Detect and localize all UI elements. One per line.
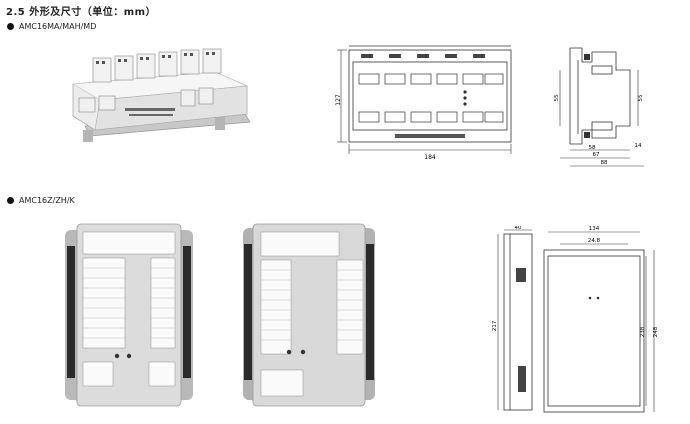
section-title: 2.5 外形及尺寸（单位：mm） (6, 7, 157, 18)
front-width-label: 184 (424, 154, 436, 161)
back-height-label: 217 (492, 320, 498, 331)
model-name: AMC16MA/MAH/MD (19, 22, 97, 31)
amc16ma-side-view-drawing: 55 55 14 58 67 88 (554, 47, 644, 167)
side-dim-label: 55 (554, 94, 560, 101)
amc16z-front-photo-alt (243, 223, 375, 407)
model-heading-amc16z: AMC16Z/ZH/K (7, 196, 75, 205)
amc16z-front-photo (65, 223, 193, 407)
panel-outer-width-label: 134 (589, 226, 600, 232)
panel-inner-width-label: 24.8 (588, 238, 601, 244)
panel-inner-height-label: 238 (640, 326, 646, 337)
bullet-icon (7, 23, 14, 30)
side-dim-label: 14 (635, 143, 642, 149)
side-dim-label: 67 (593, 152, 600, 158)
model-heading-amc16ma: AMC16MA/MAH/MD (7, 22, 96, 31)
amc16z-panel-drawing: 134 24.8 238 248 (543, 226, 659, 413)
back-top-label: 40 (515, 226, 522, 231)
amc16ma-front-view-drawing: 184 127 (335, 45, 512, 161)
side-dim-label: 58 (589, 145, 596, 151)
panel-outer-height-label: 248 (653, 326, 659, 337)
model-name: AMC16Z/ZH/K (19, 196, 75, 205)
amc16ma-product-photo (72, 48, 251, 142)
side-dim-label: 88 (601, 160, 608, 166)
front-height-label: 127 (335, 94, 342, 106)
side-dim-label: 55 (638, 94, 644, 101)
amc16z-back-view-drawing: 40 217 (492, 226, 533, 411)
bullet-icon (7, 197, 14, 204)
